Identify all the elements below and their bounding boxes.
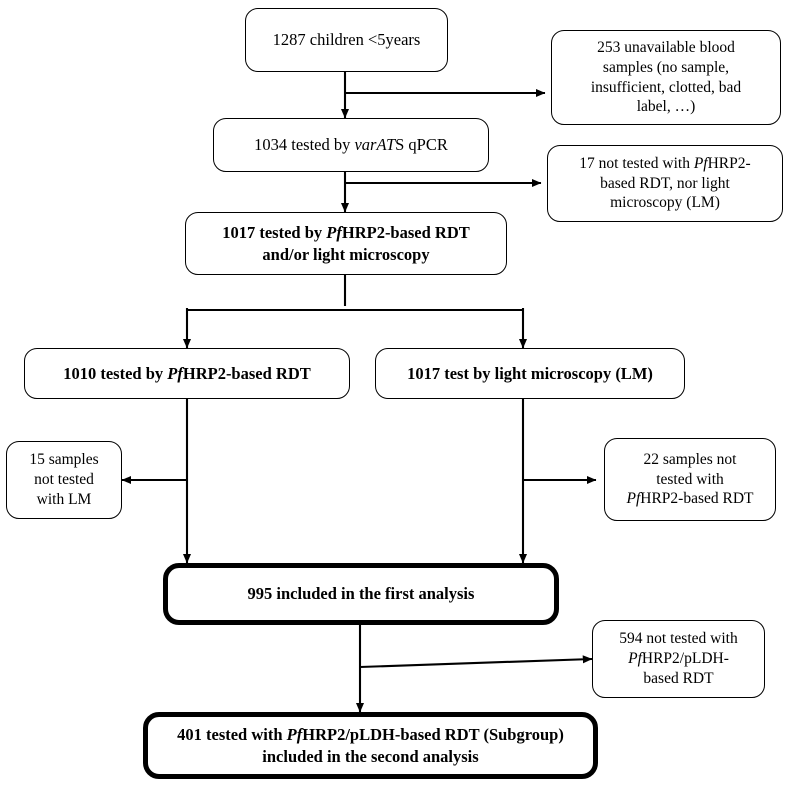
text-pre: 1034 tested by bbox=[254, 135, 355, 155]
line-2: based RDT, nor light bbox=[600, 174, 730, 192]
node-not-tested-lm: 15 samples not tested with LM bbox=[6, 441, 122, 519]
line-1-pre: 17 not tested with bbox=[579, 154, 694, 172]
node-not-tested-lm-label: 15 samples not tested with LM bbox=[13, 450, 115, 509]
node-not-tested-hrp2-rdt: 22 samples not tested with PfHRP2-based … bbox=[604, 438, 776, 521]
line-1: 22 samples not bbox=[643, 450, 737, 468]
node-first-analysis: 995 included in the first analysis bbox=[163, 563, 559, 625]
line-3: based RDT bbox=[643, 669, 714, 687]
node-qpcr-tested-label: 1034 tested by varATS qPCR bbox=[220, 134, 482, 155]
text-italic: varAT bbox=[354, 135, 396, 155]
line-1-pre: 1017 tested by bbox=[222, 223, 327, 243]
line-3: insufficient, clotted, bad bbox=[590, 78, 742, 96]
line-2: tested with bbox=[656, 470, 724, 488]
line-2: included in the second analysis bbox=[262, 746, 479, 766]
node-not-tested-rdt-lm-label: 17 not tested with PfHRP2- based RDT, no… bbox=[554, 154, 776, 213]
line-1-post: HRP2-based RDT bbox=[341, 223, 470, 243]
line-2-italic: Pf bbox=[628, 650, 642, 668]
line-1-italic: Pf bbox=[326, 223, 342, 243]
node-tested-rdt: 1010 tested by PfHRP2-based RDT bbox=[24, 348, 350, 399]
node-tested-rdt-or-lm-label: 1017 tested by PfHRP2-based RDT and/or l… bbox=[192, 222, 500, 264]
node-second-analysis: 401 tested with PfHRP2/pLDH-based RDT (S… bbox=[143, 712, 598, 779]
node-qpcr-tested: 1034 tested by varATS qPCR bbox=[213, 118, 489, 172]
node-tested-rdt-or-lm: 1017 tested by PfHRP2-based RDT and/or l… bbox=[185, 212, 507, 275]
node-children-total: 1287 children <5years bbox=[245, 8, 448, 72]
line-3-italic: Pf bbox=[626, 490, 641, 508]
line-1: 253 unavailable blood bbox=[597, 38, 735, 56]
text-italic: Pf bbox=[167, 363, 183, 383]
node-children-total-label: 1287 children <5years bbox=[272, 30, 421, 50]
text-pre: 1010 tested by bbox=[63, 363, 168, 383]
node-first-analysis-label: 995 included in the first analysis bbox=[247, 584, 475, 604]
line-1: 15 samples bbox=[29, 451, 99, 469]
line-2: not tested bbox=[34, 471, 94, 489]
line-4: label, …) bbox=[636, 98, 696, 116]
line-2: samples (no sample, bbox=[602, 58, 730, 76]
node-not-tested-pldh-label: 594 not tested with PfHRP2/pLDH- based R… bbox=[599, 629, 758, 688]
line-1: 594 not tested with bbox=[619, 630, 738, 648]
line-1-italic: Pf bbox=[693, 154, 708, 172]
text-post: S qPCR bbox=[395, 135, 448, 155]
node-tested-rdt-label: 1010 tested by PfHRP2-based RDT bbox=[31, 363, 343, 384]
line-1-post: HRP2/pLDH-based RDT (Subgroup) bbox=[302, 725, 564, 745]
line-1-italic: Pf bbox=[286, 725, 303, 745]
line-2: and/or light microscopy bbox=[262, 244, 430, 264]
node-not-tested-rdt-lm: 17 not tested with PfHRP2- based RDT, no… bbox=[547, 145, 783, 222]
line-3-post: HRP2-based RDT bbox=[640, 490, 754, 508]
line-1-post: HRP2- bbox=[707, 154, 751, 172]
line-2-post: HRP2/pLDH- bbox=[641, 650, 729, 668]
node-unavailable-samples-label: 253 unavailable blood samples (no sample… bbox=[558, 38, 774, 117]
line-1-pre: 401 tested with bbox=[177, 725, 287, 745]
node-unavailable-samples: 253 unavailable blood samples (no sample… bbox=[551, 30, 781, 125]
text-post: HRP2-based RDT bbox=[182, 363, 311, 383]
node-second-analysis-label: 401 tested with PfHRP2/pLDH-based RDT (S… bbox=[154, 724, 587, 766]
node-not-tested-pldh: 594 not tested with PfHRP2/pLDH- based R… bbox=[592, 620, 765, 698]
node-tested-lm-label: 1017 test by light microscopy (LM) bbox=[407, 363, 653, 383]
line-3: with LM bbox=[36, 490, 92, 508]
line-3: microscopy (LM) bbox=[610, 194, 720, 212]
edge-first-to-not-tested-pldh bbox=[359, 655, 593, 669]
node-not-tested-hrp2-rdt-label: 22 samples not tested with PfHRP2-based … bbox=[611, 450, 769, 509]
node-tested-lm: 1017 test by light microscopy (LM) bbox=[375, 348, 685, 399]
